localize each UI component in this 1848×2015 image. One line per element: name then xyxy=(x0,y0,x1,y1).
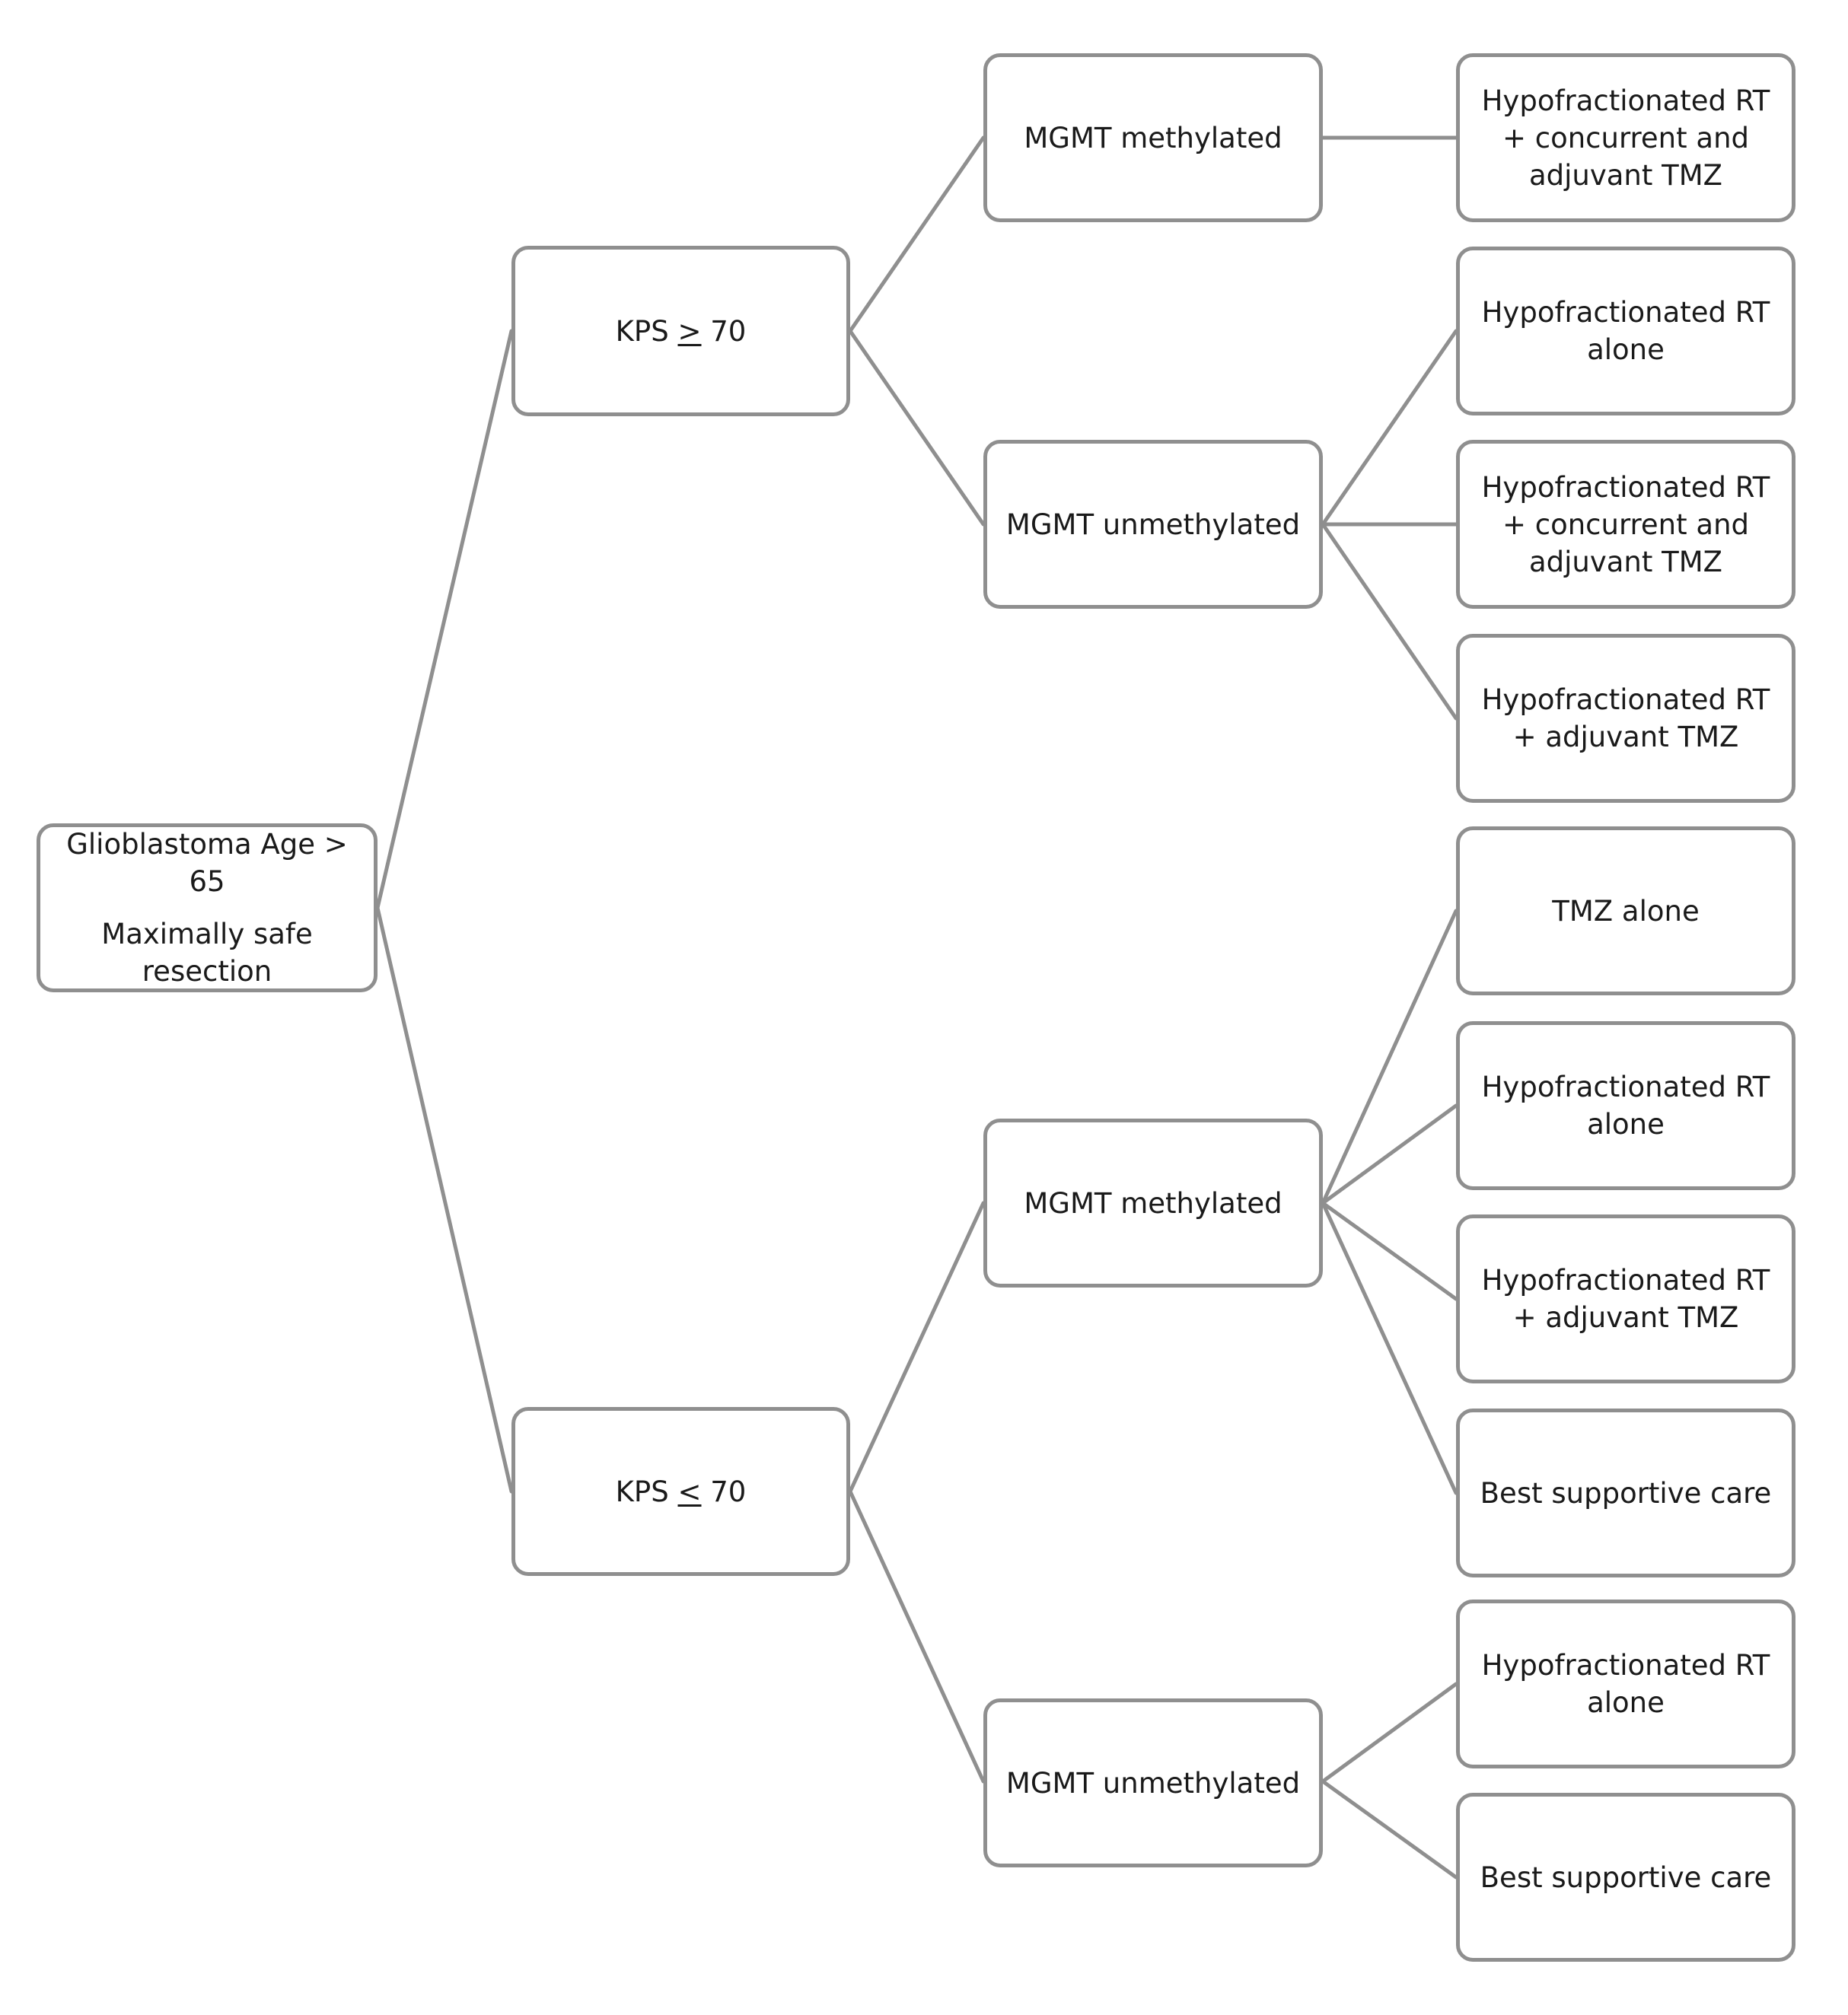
kps-low-prefix: KPS xyxy=(615,1475,678,1508)
outcome-label: Hypofractionated RT alone xyxy=(1481,296,1770,366)
edge-hunmeth-o1 xyxy=(1321,329,1458,527)
outcome-node: Hypofractionated RT + concurrent and adj… xyxy=(1456,440,1795,609)
edge-root-kps-high xyxy=(375,329,514,910)
kps-low-node: KPS < 70 xyxy=(511,1407,850,1576)
outcome-label: Hypofractionated RT alone xyxy=(1481,1071,1770,1141)
edge-lmeth-o2 xyxy=(1321,1103,1458,1205)
mgmt-high-methylated-label: MGMT methylated xyxy=(1024,121,1282,154)
outcome-label: TMZ alone xyxy=(1552,894,1700,928)
root-node: Glioblastoma Age > 65 Maximally safe res… xyxy=(37,823,378,992)
edge-root-kps-low xyxy=(375,906,514,1494)
kps-high-prefix: KPS xyxy=(615,314,678,348)
edge-kpshigh-unmeth xyxy=(848,329,986,527)
outcome-node: Hypofractionated RT alone xyxy=(1456,247,1795,415)
outcome-label: Hypofractionated RT + adjuvant TMZ xyxy=(1481,683,1770,753)
mgmt-low-unmethylated-node: MGMT unmethylated xyxy=(983,1698,1323,1867)
mgmt-low-unmethylated-label: MGMT unmethylated xyxy=(1005,1766,1301,1800)
outcome-label: Hypofractionated RT + adjuvant TMZ xyxy=(1481,1264,1770,1334)
mgmt-low-methylated-label: MGMT methylated xyxy=(1024,1186,1282,1220)
mgmt-high-methylated-node: MGMT methylated xyxy=(983,53,1323,222)
outcome-node: Hypofractionated RT alone xyxy=(1456,1021,1795,1190)
root-title: Glioblastoma Age > 65 xyxy=(66,828,348,898)
edge-kpslow-unmeth xyxy=(848,1489,986,1784)
outcome-node: Hypofractionated RT alone xyxy=(1456,1600,1795,1768)
outcome-node: Hypofractionated RT + adjuvant TMZ xyxy=(1456,1214,1795,1383)
outcome-label: Best supportive care xyxy=(1480,1861,1772,1894)
kps-high-node: KPS > 70 xyxy=(511,246,850,416)
edge-lmeth-o4 xyxy=(1321,1201,1458,1495)
edge-kpslow-meth xyxy=(848,1201,986,1494)
root-subtitle: Maximally safe resection xyxy=(101,918,313,988)
mgmt-high-unmethylated-label: MGMT unmethylated xyxy=(1005,508,1301,541)
outcome-label: Hypofractionated RT + concurrent and adj… xyxy=(1481,84,1770,192)
kps-high-label: KPS > 70 xyxy=(616,313,747,350)
kps-high-suffix: 70 xyxy=(701,314,747,348)
kps-low-label: KPS < 70 xyxy=(616,1473,747,1510)
edge-kpshigh-meth xyxy=(848,135,986,333)
mgmt-low-methylated-node: MGMT methylated xyxy=(983,1119,1323,1288)
edge-lmeth-o1 xyxy=(1321,909,1458,1205)
kps-low-operator: < xyxy=(677,1475,702,1508)
kps-low-suffix: 70 xyxy=(701,1475,747,1508)
outcome-label: Hypofractionated RT + concurrent and adj… xyxy=(1481,470,1770,578)
outcome-node: Best supportive care xyxy=(1456,1409,1795,1577)
outcome-node: Hypofractionated RT + concurrent and adj… xyxy=(1456,53,1795,222)
outcome-node: Hypofractionated RT + adjuvant TMZ xyxy=(1456,634,1795,803)
outcome-label: Best supportive care xyxy=(1480,1476,1772,1510)
outcome-node: TMZ alone xyxy=(1456,826,1795,995)
outcome-label: Hypofractionated RT alone xyxy=(1481,1649,1770,1719)
mgmt-high-unmethylated-node: MGMT unmethylated xyxy=(983,440,1323,609)
edge-lmeth-o3 xyxy=(1321,1201,1458,1301)
edge-hunmeth-o3 xyxy=(1321,522,1458,721)
outcome-node: Best supportive care xyxy=(1456,1793,1795,1962)
edge-lunmeth-o2 xyxy=(1321,1779,1458,1880)
edge-lunmeth-o1 xyxy=(1321,1682,1458,1784)
kps-high-operator: > xyxy=(677,314,702,348)
